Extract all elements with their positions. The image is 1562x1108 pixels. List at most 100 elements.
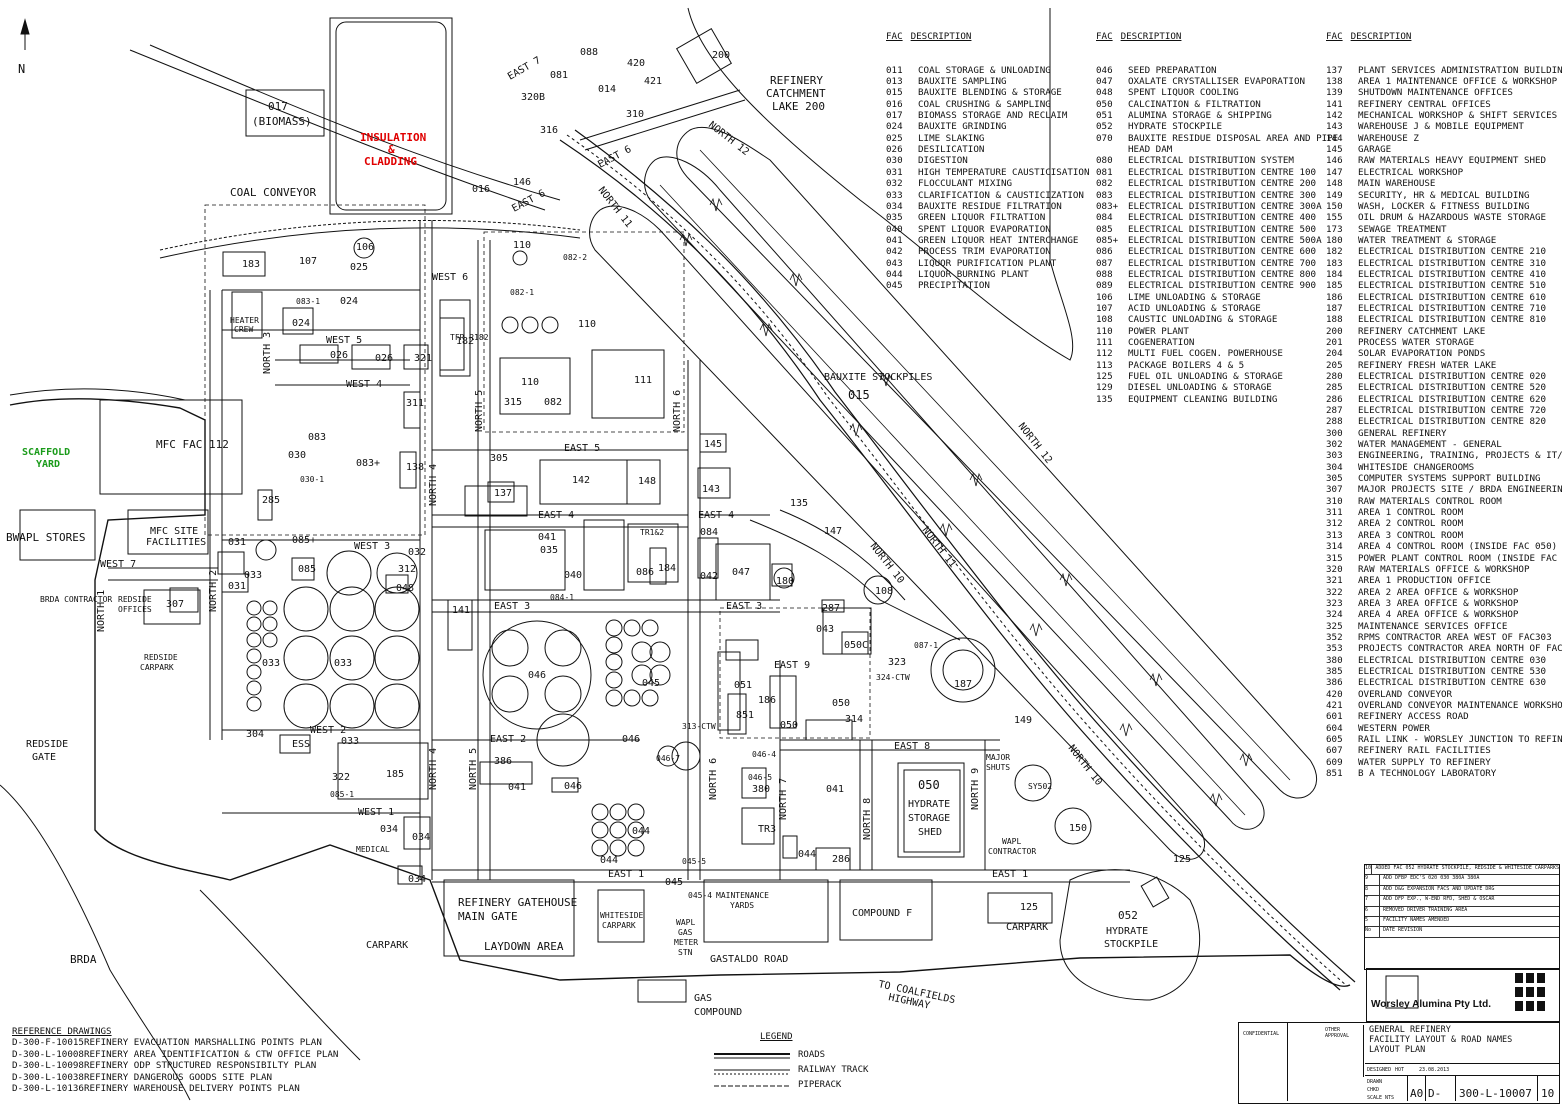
facility-legend-row: 083+ELECTRICAL DISTRIBUTION CENTRE 300A bbox=[1096, 201, 1338, 212]
road-gastaldo: GASTALDO ROAD bbox=[710, 954, 788, 965]
reference-drawing-title: REFINERY WAREHOUSE DELIVERY POINTS PLAN bbox=[84, 1083, 300, 1095]
facility-description: REFINERY RAIL FACILITIES bbox=[1358, 745, 1491, 757]
facility-description: WATER SUPPLY TO REFINERY bbox=[1358, 756, 1491, 768]
facility-description: COMPUTER SYSTEMS SUPPORT BUILDING bbox=[1358, 473, 1541, 485]
facility-code: 087 bbox=[1096, 257, 1113, 269]
facility-code: 314 bbox=[1326, 541, 1343, 553]
facility-description: LIME UNLOADING & STORAGE bbox=[1128, 291, 1261, 303]
area-insulation-1: INSULATION bbox=[360, 131, 426, 144]
area-hydrate-shed-4: SHED bbox=[918, 827, 942, 838]
area-hydrate-stockpile-2: HYDRATE bbox=[1106, 926, 1148, 937]
building-label: 851 bbox=[736, 710, 754, 721]
facility-code: 286 bbox=[1326, 393, 1343, 405]
building-label: 031 bbox=[228, 537, 246, 548]
building-label: 045 bbox=[665, 877, 683, 888]
facility-description: OIL DRUM & HAZARDOUS WASTE STORAGE bbox=[1358, 212, 1547, 224]
legend-railway: RAILWAY TRACK bbox=[798, 1065, 869, 1075]
facility-description: DIGESTION bbox=[918, 155, 968, 167]
tb-title-1: GENERAL REFINERY bbox=[1369, 1025, 1451, 1035]
facility-code: 048 bbox=[1096, 87, 1113, 99]
facility-code: 013 bbox=[886, 76, 903, 88]
facility-description: AREA 1 PRODUCTION OFFICE bbox=[1358, 575, 1491, 587]
road-east-1: EAST 1 bbox=[608, 869, 644, 880]
area-maintenance-2: YARDS bbox=[730, 901, 754, 910]
road-north-1: NORTH 1 bbox=[96, 590, 107, 632]
facility-description: ELECTRICAL DISTRIBUTION CENTRE 610 bbox=[1358, 291, 1547, 303]
building-label: 150 bbox=[1069, 823, 1087, 834]
building-label: 314 bbox=[845, 714, 863, 725]
facility-code: 604 bbox=[1326, 722, 1343, 734]
building-label: 085+ bbox=[292, 535, 316, 546]
facility-code: 085+ bbox=[1096, 234, 1119, 246]
facility-description: AREA 3 CONTROL ROOM bbox=[1358, 529, 1464, 541]
area-wapl-gas-4: STN bbox=[678, 948, 693, 957]
revision-description: REMOVED DRIVER TRAINING AREA bbox=[1383, 906, 1468, 913]
building-label: 083-1 bbox=[296, 297, 320, 306]
building-labels: 088081320B316014420421310200016146106025… bbox=[166, 47, 1191, 913]
reference-drawing-code: D-300-L-10038 bbox=[12, 1071, 84, 1083]
building-label: TFR R182 bbox=[450, 333, 489, 342]
facility-description: HIGH TEMPERATURE CAUSTICISATION bbox=[918, 166, 1090, 178]
area-redside-carpark-2: CARPARK bbox=[140, 663, 174, 672]
facility-description: ACID UNLOADING & STORAGE bbox=[1128, 302, 1261, 314]
facility-code: 081 bbox=[1096, 166, 1113, 178]
building-label: 085-1 bbox=[330, 790, 354, 799]
road-north-2: NORTH 2 bbox=[208, 570, 219, 612]
building-label: 033 bbox=[334, 658, 352, 669]
building-label: 050C bbox=[844, 640, 868, 651]
building-label: 083+ bbox=[356, 458, 380, 469]
building-label: 137 bbox=[494, 488, 512, 499]
facility-code: 421 bbox=[1326, 699, 1343, 711]
area-carpark-east: CARPARK bbox=[1006, 922, 1048, 933]
facility-code: 044 bbox=[886, 268, 903, 280]
area-redside-carpark-1: REDSIDE bbox=[144, 653, 178, 662]
facility-description: BIOMASS STORAGE AND RECLAIM bbox=[918, 110, 1068, 122]
building-label: 033 bbox=[341, 736, 359, 747]
area-mfc-site-2: FACILITIES bbox=[146, 537, 206, 548]
road-east-8: EAST 8 bbox=[894, 741, 930, 752]
facility-description: MAJOR PROJECTS SITE / BRDA ENGINEERING bbox=[1358, 484, 1562, 496]
facility-description: PROCESS TRIM EVAPORATION bbox=[918, 246, 1051, 258]
building-label: 034 bbox=[412, 832, 430, 843]
facility-code: 147 bbox=[1326, 166, 1343, 178]
facility-code: 089 bbox=[1096, 280, 1113, 292]
legend-piperack: PIPERACK bbox=[798, 1080, 842, 1090]
facility-description: GREEN LIQUOR FILTRATION bbox=[918, 212, 1046, 224]
facility-description: EQUIPMENT CLEANING BUILDING bbox=[1128, 393, 1278, 405]
facility-code: 287 bbox=[1326, 405, 1343, 417]
facility-code: 607 bbox=[1326, 745, 1343, 757]
building-label: 285 bbox=[262, 495, 280, 506]
building-label: 084 bbox=[700, 527, 718, 538]
legend-header-fac: FAC bbox=[1326, 30, 1343, 42]
area-biomass: 017 bbox=[268, 100, 288, 113]
area-whiteside-carpark-1: WHITESIDE bbox=[600, 911, 644, 920]
facility-description: ELECTRICAL DISTRIBUTION CENTRE 030 bbox=[1358, 654, 1547, 666]
area-hydrate-stockpile-3: STOCKPILE bbox=[1104, 939, 1158, 950]
facility-code: 138 bbox=[1326, 76, 1343, 88]
area-hydrate-shed-1: 050 bbox=[918, 778, 940, 792]
facility-description: MAIN WAREHOUSE bbox=[1358, 178, 1436, 190]
